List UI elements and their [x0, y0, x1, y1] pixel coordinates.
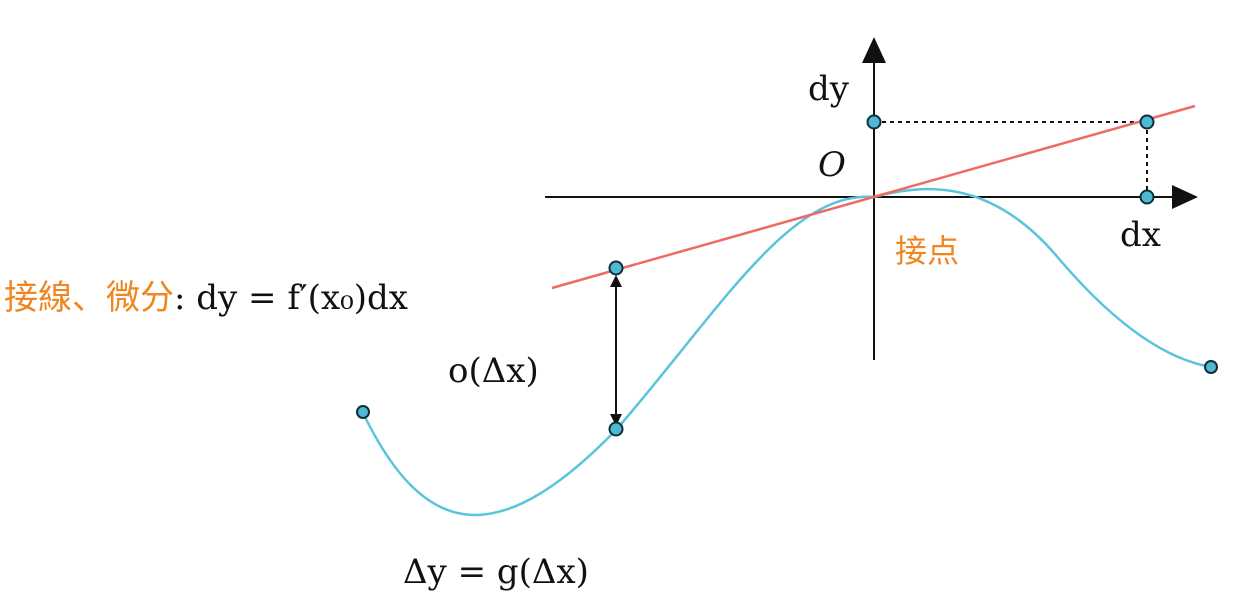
x-axis-arrowhead — [1172, 185, 1198, 209]
tangent-formula: : dy = f′(x₀)dx — [174, 278, 408, 318]
dy-axis-point — [866, 114, 882, 130]
curve-formula-label: Δy = g(Δx) — [403, 552, 589, 592]
axis-x-label: dx — [1120, 215, 1161, 255]
tangent-title: 接線、微分: dy = f′(x₀)dx — [4, 278, 408, 318]
y-axis-arrowhead — [862, 37, 886, 63]
axis-y-label: dy — [808, 69, 850, 109]
curve-start-point — [356, 405, 370, 419]
tangent-point-right — [1139, 114, 1155, 130]
curve-point — [608, 421, 624, 437]
function-curve — [361, 187, 1212, 517]
remainder-label: o(Δx) — [448, 351, 539, 391]
origin-label: O — [818, 145, 846, 185]
tangent-title-text: 接線、微分 — [4, 278, 174, 318]
tangent-line — [551, 104, 1196, 290]
tangent-point-label: 接点 — [895, 232, 959, 270]
curve-end-point — [1204, 360, 1218, 374]
tangent-point-left — [608, 260, 624, 276]
dx-axis-point — [1139, 189, 1155, 205]
